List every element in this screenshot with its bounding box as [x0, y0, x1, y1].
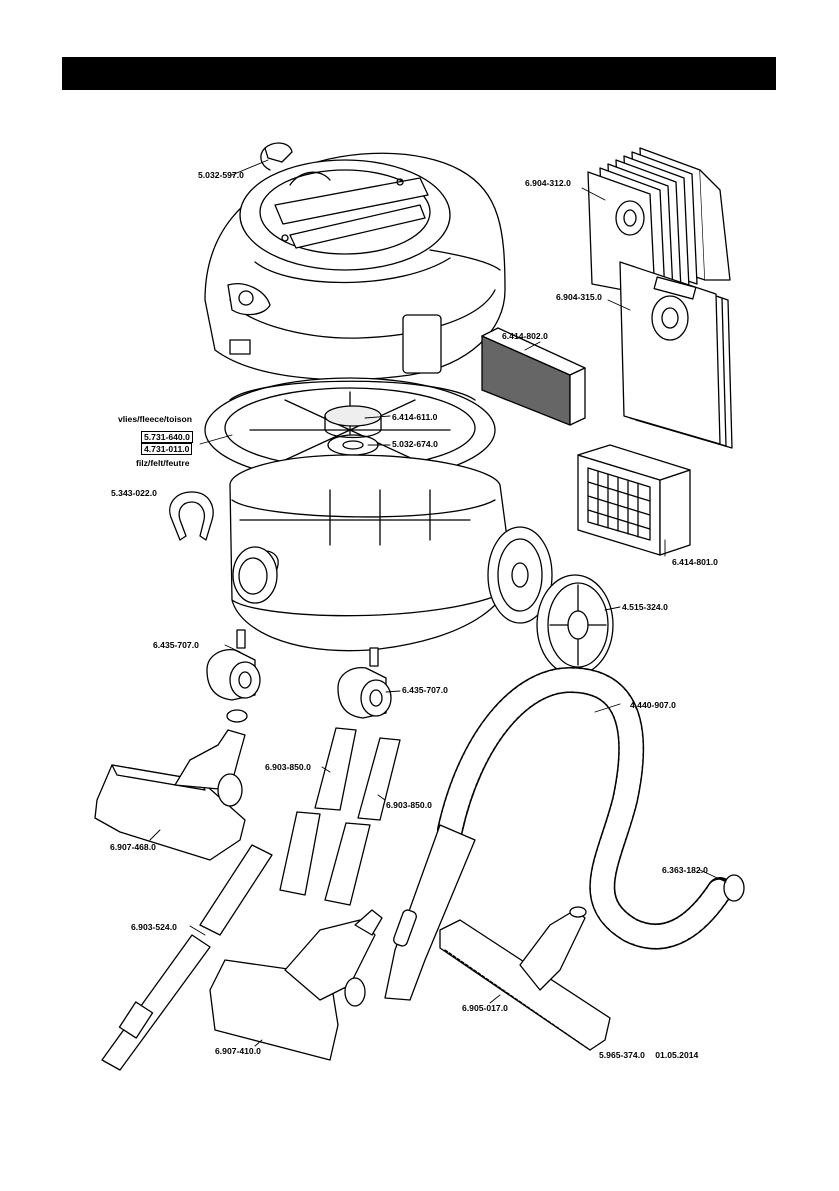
- part-label-4515324: 4.515-324.0: [622, 602, 668, 612]
- part-label-6904315: 6.904-315.0: [556, 292, 602, 302]
- floor-nozzle: [209, 909, 383, 1061]
- filter-type-bottom-label: filz/felt/feutre: [136, 458, 190, 468]
- tank: [229, 454, 512, 652]
- part-label-6903850-right: 6.903-850.0: [386, 800, 432, 810]
- spare-wheel: [536, 574, 614, 676]
- part-label-6903850-left: 6.903-850.0: [265, 762, 311, 772]
- part-label-6414802: 6.414-802.0: [502, 331, 548, 341]
- part-label-5032597: 5.032-597.0: [198, 170, 244, 180]
- caster-left: [206, 629, 261, 701]
- part-label-4731011: 4.731-011.0: [141, 443, 193, 455]
- part-label-6414611: 6.414-611.0: [392, 412, 438, 422]
- part-label-5343022: 5.343-022.0: [111, 488, 157, 498]
- part-label-5032674: 5.032-674.0: [392, 439, 438, 449]
- leader-lines: [149, 159, 727, 1047]
- rear-wheel: [487, 526, 553, 624]
- part-label-4440907: 4.440-907.0: [630, 700, 676, 710]
- handle-clip: [260, 142, 293, 171]
- header-bar: [62, 57, 776, 90]
- doc-date: 01.05.2014: [655, 1050, 699, 1060]
- doc-number: 5.965-374.0: [599, 1050, 645, 1060]
- caster-right: [337, 647, 392, 719]
- filter-type-top-label: vlies/fleece/toison: [118, 414, 193, 424]
- part-label-6435707-left: 6.435-707.0: [153, 640, 199, 650]
- part-label-6363182: 6.363-182.0: [662, 865, 708, 875]
- part-label-6907468: 6.907-468.0: [110, 842, 156, 852]
- part-label-5731640: 5.731-640.0: [141, 431, 193, 443]
- part-label-6905017: 6.905-017.0: [462, 1003, 508, 1013]
- extension-tube: [101, 844, 273, 1071]
- parquet-nozzle: [439, 906, 611, 1051]
- hepa-filter: [577, 444, 691, 556]
- crevice-nozzles: [279, 727, 401, 906]
- hose-clip: [169, 491, 214, 541]
- footer: 5.965-374.0 01.05.2014: [599, 1050, 698, 1060]
- filter-bags-stack: [587, 147, 731, 297]
- suction-hose: [384, 667, 745, 1001]
- vacuum-head: [204, 152, 506, 381]
- foam-filter: [481, 327, 586, 426]
- part-label-6903524: 6.903-524.0: [131, 922, 177, 932]
- part-label-6435707-right: 6.435-707.0: [402, 685, 448, 695]
- part-label-6414801: 6.414-801.0: [672, 557, 718, 567]
- combi-floor-nozzle: [94, 709, 248, 861]
- fleece-bags-stack: [619, 261, 733, 449]
- part-label-6907410: 6.907-410.0: [215, 1046, 261, 1056]
- part-label-6904312: 6.904-312.0: [525, 178, 571, 188]
